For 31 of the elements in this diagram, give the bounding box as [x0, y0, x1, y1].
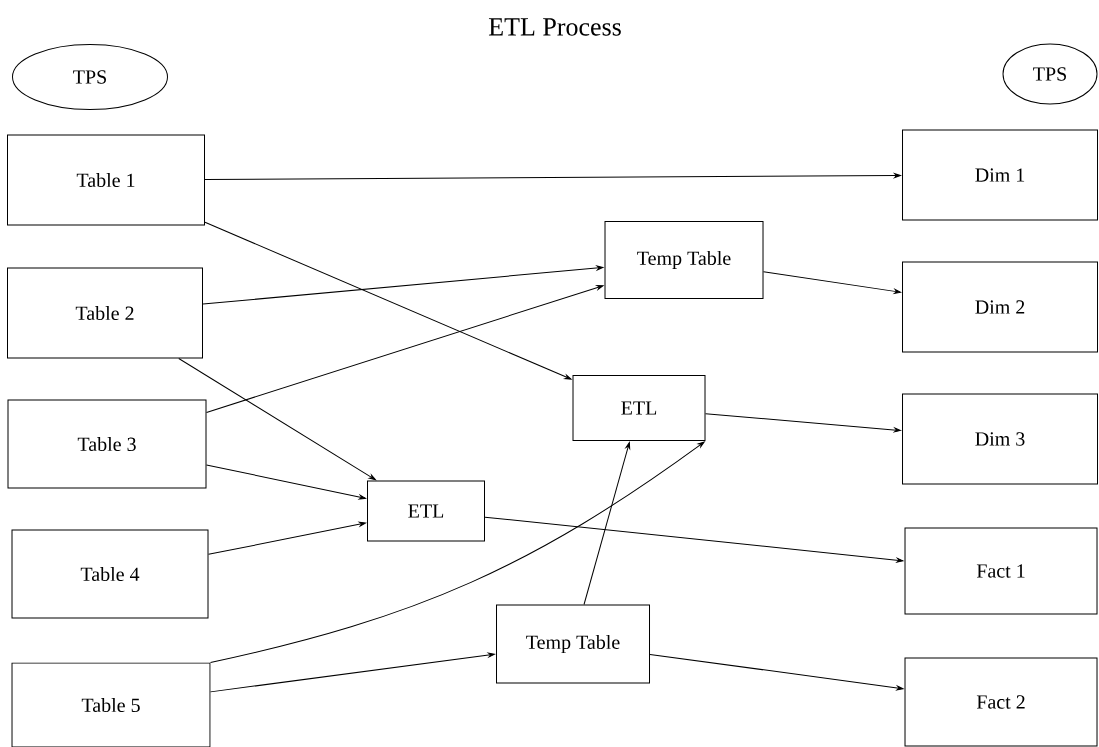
- table-box: ETL: [367, 480, 485, 542]
- arrow: [763, 271, 901, 294]
- table-box: Table 2: [7, 267, 203, 359]
- arrow: [206, 464, 366, 500]
- table-box: Table 5: [11, 662, 211, 747]
- arrow: [583, 442, 631, 605]
- arrow: [705, 413, 901, 433]
- ellipse-node: TPS: [1002, 43, 1098, 105]
- arrow: [202, 265, 604, 305]
- table-box: ETL: [572, 375, 706, 441]
- table-box: Fact 2: [904, 657, 1098, 747]
- table-box: Dim 1: [902, 129, 1098, 221]
- arrow: [484, 516, 904, 563]
- arrow: [204, 173, 901, 180]
- table-box: Dim 2: [902, 261, 1098, 353]
- arrow: [178, 358, 376, 481]
- ellipse-node: TPS: [12, 44, 168, 110]
- table-box: Table 4: [11, 529, 209, 619]
- table-box: Temp Table: [496, 604, 650, 684]
- arrow: [208, 521, 366, 555]
- title: ETL Process: [488, 18, 621, 36]
- table-box: Temp Table: [604, 221, 764, 299]
- arrow: [206, 285, 604, 413]
- table-box: Dim 3: [902, 393, 1098, 485]
- table-box: Table 1: [7, 134, 205, 226]
- arrow: [210, 441, 705, 663]
- arrow: [649, 653, 904, 691]
- arrow: [204, 221, 572, 380]
- table-box: Fact 1: [904, 527, 1098, 615]
- arrow: [210, 652, 495, 693]
- table-box: Table 3: [7, 399, 207, 489]
